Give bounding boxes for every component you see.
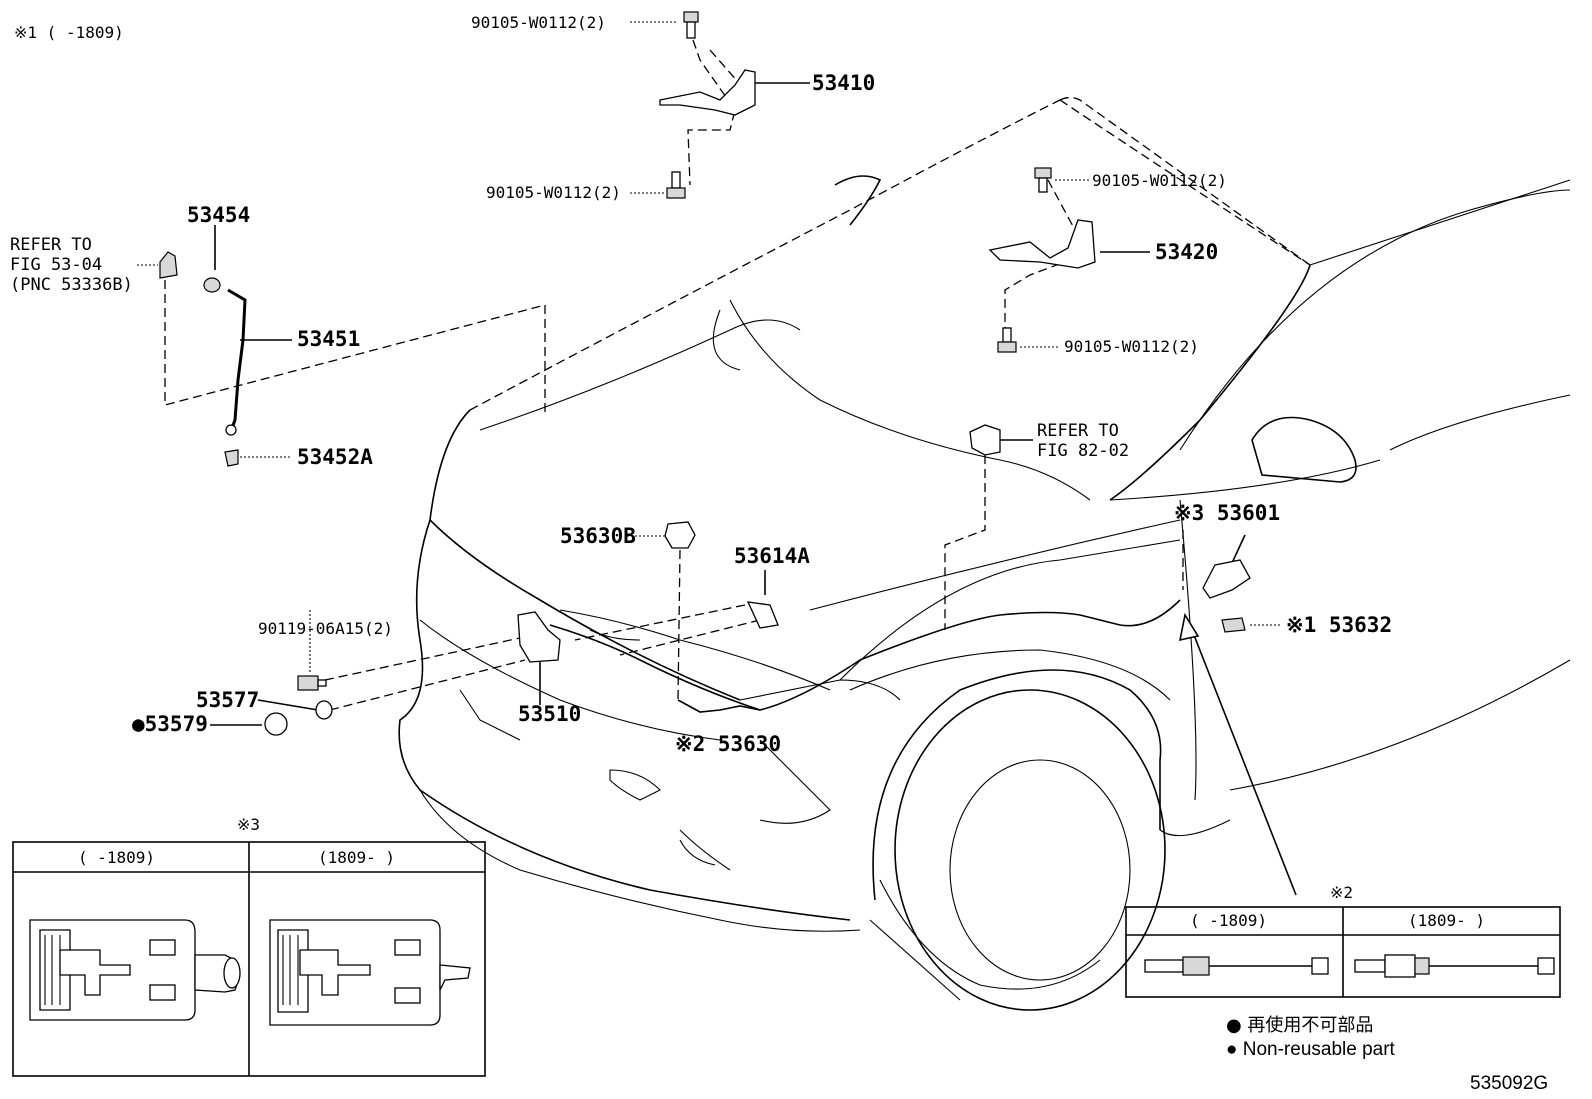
ref1-line2: FIG 53-04	[10, 255, 102, 275]
pnc-53451: 53451	[297, 327, 360, 351]
prop-rod-holder	[203, 277, 221, 293]
pnc-53630b: 53630B	[560, 524, 636, 548]
pnc-53454: 53454	[187, 203, 250, 227]
hood-switch	[969, 424, 1001, 456]
inset3-title: ※3	[237, 815, 260, 834]
ref2-line2: FIG 82-02	[1037, 441, 1129, 461]
hood-hinge-rh	[988, 219, 1096, 269]
legend-line-jp: ● 再使用不可部品	[1226, 1015, 1373, 1036]
prop-rod-grommet	[224, 449, 239, 467]
inset2-col2: (1809- )	[1408, 911, 1485, 930]
inset2-title: ※2	[1330, 883, 1353, 902]
pnc-53632: ※1 53632	[1286, 613, 1392, 637]
bolt-icon	[997, 327, 1017, 353]
pnc-53452a: 53452A	[297, 445, 373, 469]
hood-hinge-lh	[659, 69, 756, 116]
assembly-lines	[137, 21, 1297, 896]
release-handle-old	[29, 919, 241, 1021]
pnc-53630: ※2 53630	[675, 732, 781, 756]
inset3-col1: ( -1809)	[78, 848, 155, 867]
pnc-53614a: 53614A	[734, 544, 810, 568]
bolt-icon	[1034, 167, 1052, 193]
cable-new	[1354, 954, 1555, 978]
ref1-line3: (PNC 53336B)	[10, 275, 133, 295]
inset3-col2: (1809- )	[318, 848, 395, 867]
bolt-icon	[666, 171, 686, 199]
pnc-53410: 53410	[812, 71, 875, 95]
inset-variant-2: ※2 ( -1809) (1809- )	[1125, 883, 1561, 998]
bolt-label-c: 90105-W0112(2)	[1092, 171, 1227, 190]
pnc-53601: ※3 53601	[1174, 501, 1280, 525]
release-handle-new	[269, 919, 471, 1026]
pnc-53579: ●53579	[132, 712, 208, 736]
figure-id: 535092G	[1470, 1073, 1548, 1094]
hood-release-lever	[1202, 559, 1251, 599]
note-top: ※1 ( -1809)	[14, 23, 124, 42]
pnc-53510: 53510	[518, 702, 581, 726]
legend-line-en: ● Non-reusable part	[1226, 1039, 1396, 1060]
car-body-outline	[398, 96, 1571, 1011]
pnc-53420: 53420	[1155, 240, 1218, 264]
parts	[159, 11, 1251, 736]
hood-lock-grommet	[315, 700, 333, 720]
cable-clamp	[664, 521, 696, 549]
cable-clip	[746, 601, 779, 629]
prop-rod-bracket	[159, 251, 178, 279]
ref2-line1: REFER TO	[1037, 421, 1119, 441]
labels: ※1 ( -1809) 90105-W0112(2) 53410 90105-W…	[10, 13, 1392, 756]
release-lever-spacer	[1221, 617, 1246, 633]
hood-lock	[517, 611, 561, 663]
bolt-icon	[683, 11, 699, 39]
ref1-line1: REFER TO	[10, 235, 92, 255]
cable-old	[1144, 956, 1329, 976]
bolt-label-e: 90119-06A15(2)	[258, 619, 393, 638]
bolt-icon	[297, 675, 327, 691]
hood-lock-cap	[264, 712, 288, 736]
inset2-col1: ( -1809)	[1190, 911, 1267, 930]
hood-support-rod	[227, 288, 247, 429]
bolt-label-a: 90105-W0112(2)	[471, 13, 606, 32]
inset-variant-3: ※3 ( -1809) (1809- )	[12, 815, 486, 1077]
pnc-53577: 53577	[196, 688, 259, 712]
bolt-label-d: 90105-W0112(2)	[1064, 337, 1199, 356]
legend: ● 再使用不可部品 ● Non-reusable part	[1226, 1015, 1396, 1060]
bolt-label-b: 90105-W0112(2)	[486, 183, 621, 202]
